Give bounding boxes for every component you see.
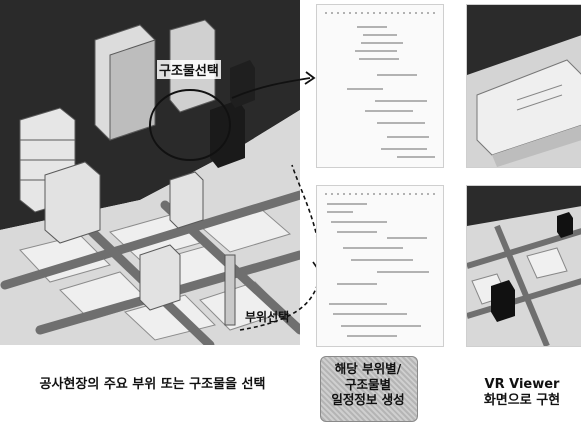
caption-vr-viewer: VR Viewer 화면으로 구현 (466, 377, 578, 410)
caption-vr-line1: VR Viewer (484, 377, 560, 392)
caption-site-selection: 공사현장의 주요 부위 또는 구조물을 선택 (39, 377, 266, 392)
label-structure-select: 구조물선택 (157, 60, 221, 79)
schedule-doc-panel-top (316, 4, 444, 168)
label-part-select: 부위선택 (245, 310, 290, 324)
caption-schedule-badge (320, 356, 418, 422)
site-3d-view (0, 0, 300, 345)
caption-schedule-line3: 일정정보 생성 (331, 392, 405, 408)
schedule-doc-panel-bottom (316, 185, 444, 347)
caption-schedule-line1: 해당 부위별/ (334, 361, 402, 376)
caption-schedule-text: 해당 부위별/ 구조물별 일정정보 생성 (320, 361, 416, 408)
caption-vr-line2: 화면으로 구현 (483, 393, 561, 409)
vr-view-panel-bottom (466, 185, 581, 347)
vr-view-panel-top (466, 4, 581, 168)
caption-schedule-line2: 구조물별 (344, 376, 391, 392)
